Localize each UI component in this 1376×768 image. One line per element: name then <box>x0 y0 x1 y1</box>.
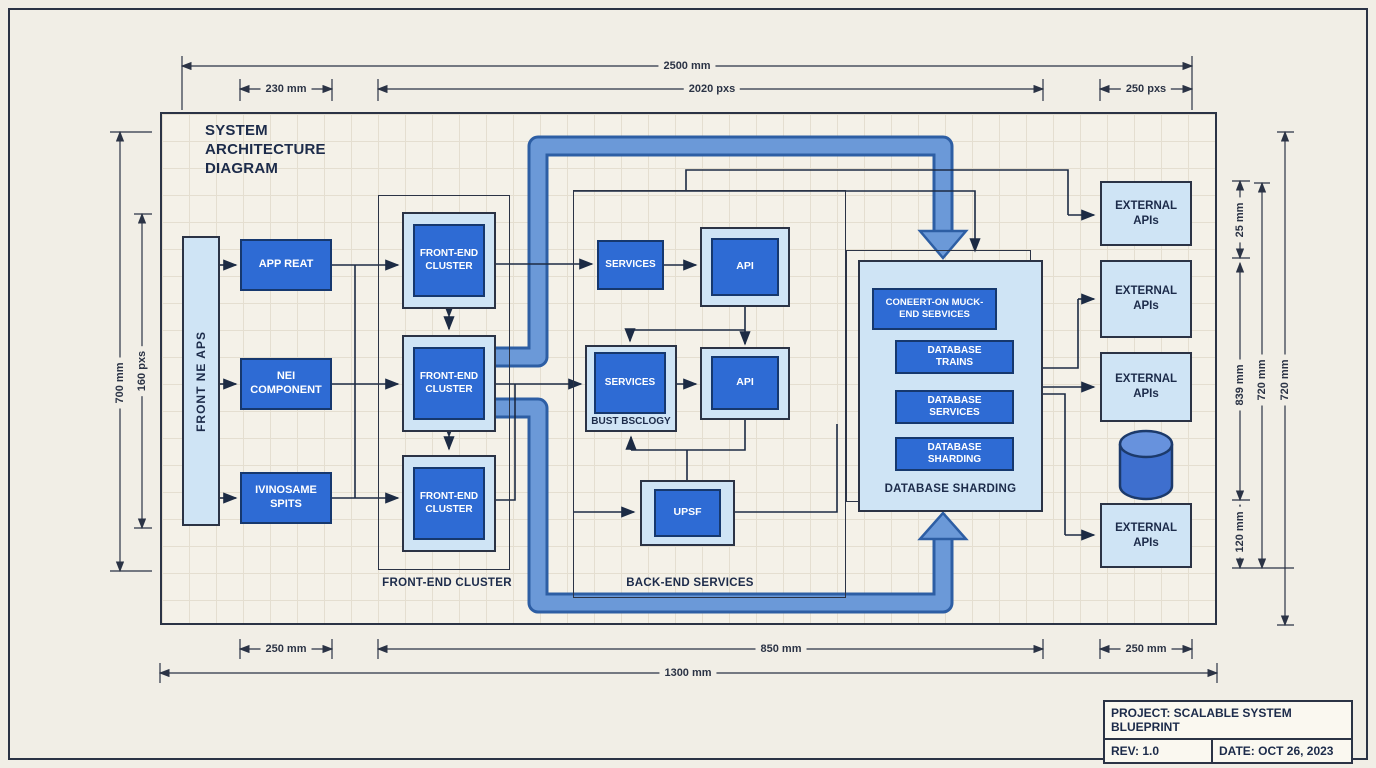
dim-2020pxs: 2020 pxs <box>683 82 741 96</box>
node-app-reat: APP REAT <box>240 239 332 291</box>
dim-1300mm: 1300 mm <box>659 666 717 680</box>
node-frontend-cluster-1: FRONT-END CLUSTER <box>413 224 485 297</box>
node-api-mid: API <box>711 356 779 410</box>
frontend-cluster-group-label: FRONT-END CLUSTER <box>382 577 512 589</box>
dim-2500mm: 2500 mm <box>658 59 716 73</box>
frontend-apps-bar-label: FRONT NE APS <box>194 330 208 432</box>
node-external-apis-2: EXTERNAL APIs <box>1100 260 1192 338</box>
dim-720mm-a: 720 mm <box>1255 354 1269 406</box>
dim-720mm-b: 720 mm <box>1278 354 1292 406</box>
node-db-header: CONEERT-ON MUCK-END SEBVICES <box>872 288 997 330</box>
node-external-apis-1: EXTERNAL APIs <box>1100 181 1192 246</box>
node-db-trains: DATABASE TRAINS <box>895 340 1014 374</box>
dim-839mm: 839 mm <box>1233 359 1247 411</box>
node-db-sharding: DATABASE SHARDING <box>895 437 1014 471</box>
node-services-mid: SERVICES <box>594 352 666 414</box>
dim-120mm: 120 mm <box>1233 506 1247 558</box>
page-title: SYSTEM ARCHITECTURE DIAGRAM <box>205 122 326 177</box>
dim-250mm-bl: 250 mm <box>260 642 312 656</box>
node-external-apis-4: EXTERNAL APIs <box>1100 503 1192 568</box>
dim-230mm: 230 mm <box>260 82 312 96</box>
backend-services-group-label: BACK-END SERVICES <box>626 577 754 589</box>
dim-250mm-br: 250 mm <box>1120 642 1172 656</box>
page-border <box>8 8 1368 760</box>
title-block-project: PROJECT: SCALABLE SYSTEM BLUEPRINT <box>1105 702 1351 740</box>
node-upsf: UPSF <box>654 489 721 537</box>
node-ivinosame-spits: IVINOSAME SPITS <box>240 472 332 524</box>
node-services-top: SERVICES <box>597 240 664 290</box>
services-mid-caption: BUST BSCLOGY <box>591 416 671 427</box>
title-block-rev: REV: 1.0 <box>1105 740 1213 762</box>
node-api-top: API <box>711 238 779 296</box>
node-db-services: DATABASE SERVICES <box>895 390 1014 424</box>
title-block-date: DATE: OCT 26, 2023 <box>1219 744 1334 758</box>
title-block: PROJECT: SCALABLE SYSTEM BLUEPRINT REV: … <box>1103 700 1353 764</box>
node-frontend-cluster-3: FRONT-END CLUSTER <box>413 467 485 540</box>
dim-850mm: 850 mm <box>755 642 807 656</box>
backend-services-group <box>573 190 846 598</box>
dim-160pxs: 160 pxs <box>135 345 149 397</box>
dim-250pxs: 250 pxs <box>1120 82 1172 96</box>
dim-25mm: 25 mm <box>1233 197 1247 243</box>
node-nei-component: NEI COMPONENT <box>240 358 332 410</box>
dim-700mm: 700 mm <box>113 357 127 409</box>
node-frontend-cluster-2: FRONT-END CLUSTER <box>413 347 485 420</box>
frontend-apps-bar: FRONT NE APS <box>182 236 220 526</box>
database-sharding-group-label: DATABASE SHARDING <box>884 483 1017 495</box>
frontend-cluster-group <box>378 195 510 570</box>
node-external-apis-3: EXTERNAL APIs <box>1100 352 1192 422</box>
